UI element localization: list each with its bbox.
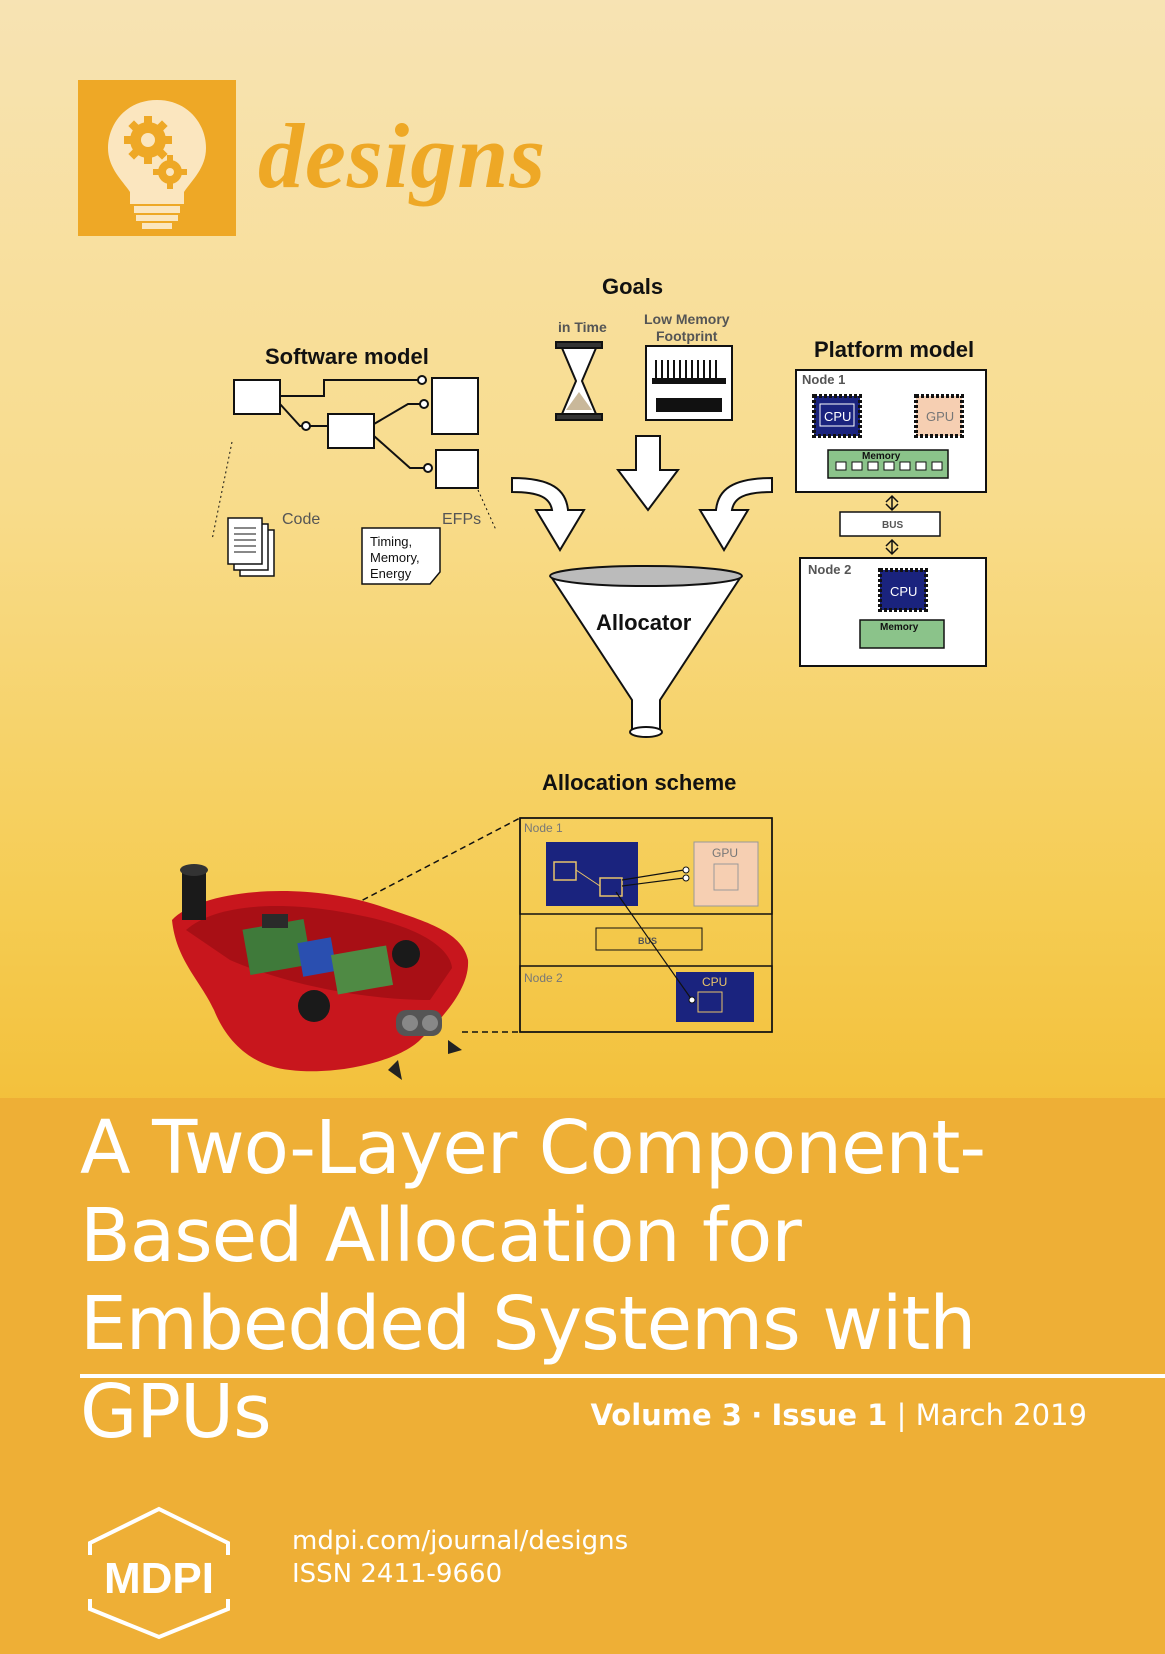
journal-url[interactable]: mdpi.com/journal/designs bbox=[292, 1526, 629, 1556]
mdpi-logo-text: MDPI bbox=[104, 1554, 214, 1603]
efp-energy: Energy bbox=[370, 566, 412, 581]
code-documents-icon bbox=[227, 517, 275, 577]
scheme-node1: Node 1 GPU bbox=[519, 817, 773, 915]
publisher-info: mdpi.com/journal/designs ISSN 2411-9660 bbox=[292, 1525, 628, 1591]
issn-number: ISSN 2411-9660 bbox=[292, 1559, 503, 1589]
lightbulb-gears-icon bbox=[108, 100, 206, 229]
software-model-graph bbox=[233, 375, 479, 489]
platform-node2: Node 2 CPU Memory bbox=[799, 557, 987, 667]
goals-heading: Goals bbox=[602, 274, 663, 299]
efps-label: EFPs bbox=[442, 511, 481, 528]
scheme-bus-label: BUS bbox=[638, 936, 657, 946]
efp-memory: Memory, bbox=[370, 550, 420, 565]
date-separator: | bbox=[896, 1398, 907, 1432]
goal-footprint: Footprint bbox=[656, 328, 718, 344]
input-arrows bbox=[511, 435, 773, 552]
efp-note bbox=[361, 527, 441, 585]
title-divider bbox=[80, 1374, 1165, 1378]
allocator-funnel bbox=[549, 565, 743, 738]
allocator-label: Allocator bbox=[596, 610, 692, 635]
platform-node2-memory: Memory bbox=[880, 622, 919, 633]
issue-label: Issue 1 bbox=[771, 1398, 888, 1432]
scheme-node1-label: Node 1 bbox=[524, 821, 563, 835]
memory-card-icon bbox=[645, 345, 733, 421]
platform-node1: Node 1 CPU GPU Memory bbox=[795, 369, 987, 493]
platform-node1-gpu: GPU bbox=[926, 409, 954, 424]
platform-node2-cpu: CPU bbox=[890, 584, 917, 599]
scheme-node1-gpu: GPU bbox=[712, 846, 738, 860]
scheme-node2-cpu: CPU bbox=[702, 975, 727, 989]
robot-image bbox=[172, 864, 469, 1080]
platform-node2-label: Node 2 bbox=[808, 562, 851, 577]
volume-label: Volume 3 bbox=[590, 1398, 742, 1432]
issue-line: Volume 3 · Issue 1 | March 2019 bbox=[590, 1398, 1087, 1432]
issue-separator: · bbox=[751, 1398, 763, 1432]
goal-in-time: in Time bbox=[558, 319, 607, 335]
journal-name: designs bbox=[258, 105, 547, 207]
efp-timing: Timing, bbox=[370, 534, 412, 549]
issue-date: March 2019 bbox=[915, 1398, 1087, 1432]
platform-bus: BUS bbox=[839, 494, 941, 556]
code-label: Code bbox=[282, 511, 320, 528]
journal-logo bbox=[78, 80, 236, 236]
scheme-node2: Node 2 CPU bbox=[519, 891, 773, 1033]
cover-title-line1: A Two-Layer Component- bbox=[80, 1105, 986, 1191]
platform-node1-label: Node 1 bbox=[802, 372, 845, 387]
hourglass-icon bbox=[555, 341, 603, 421]
scheme-node2-label: Node 2 bbox=[524, 971, 563, 985]
platform-model-heading: Platform model bbox=[814, 337, 974, 362]
software-model-heading: Software model bbox=[265, 344, 429, 369]
allocation-diagram: Software model Code EFPs Timing, Memory,… bbox=[172, 274, 987, 1080]
platform-bus-label: BUS bbox=[882, 520, 903, 531]
cover-title-line2: Based Allocation for bbox=[80, 1193, 802, 1279]
goal-low-memory: Low Memory bbox=[644, 311, 730, 327]
allocation-scheme-heading: Allocation scheme bbox=[542, 770, 736, 795]
platform-node1-cpu: CPU bbox=[824, 409, 851, 424]
cover-title-line3: Embedded Systems with GPUs bbox=[80, 1281, 976, 1455]
mdpi-logo: MDPI bbox=[78, 1506, 240, 1640]
platform-node1-memory: Memory bbox=[862, 451, 901, 462]
cover-title: A Two-Layer Component- Based Allocation … bbox=[80, 1104, 1140, 1456]
